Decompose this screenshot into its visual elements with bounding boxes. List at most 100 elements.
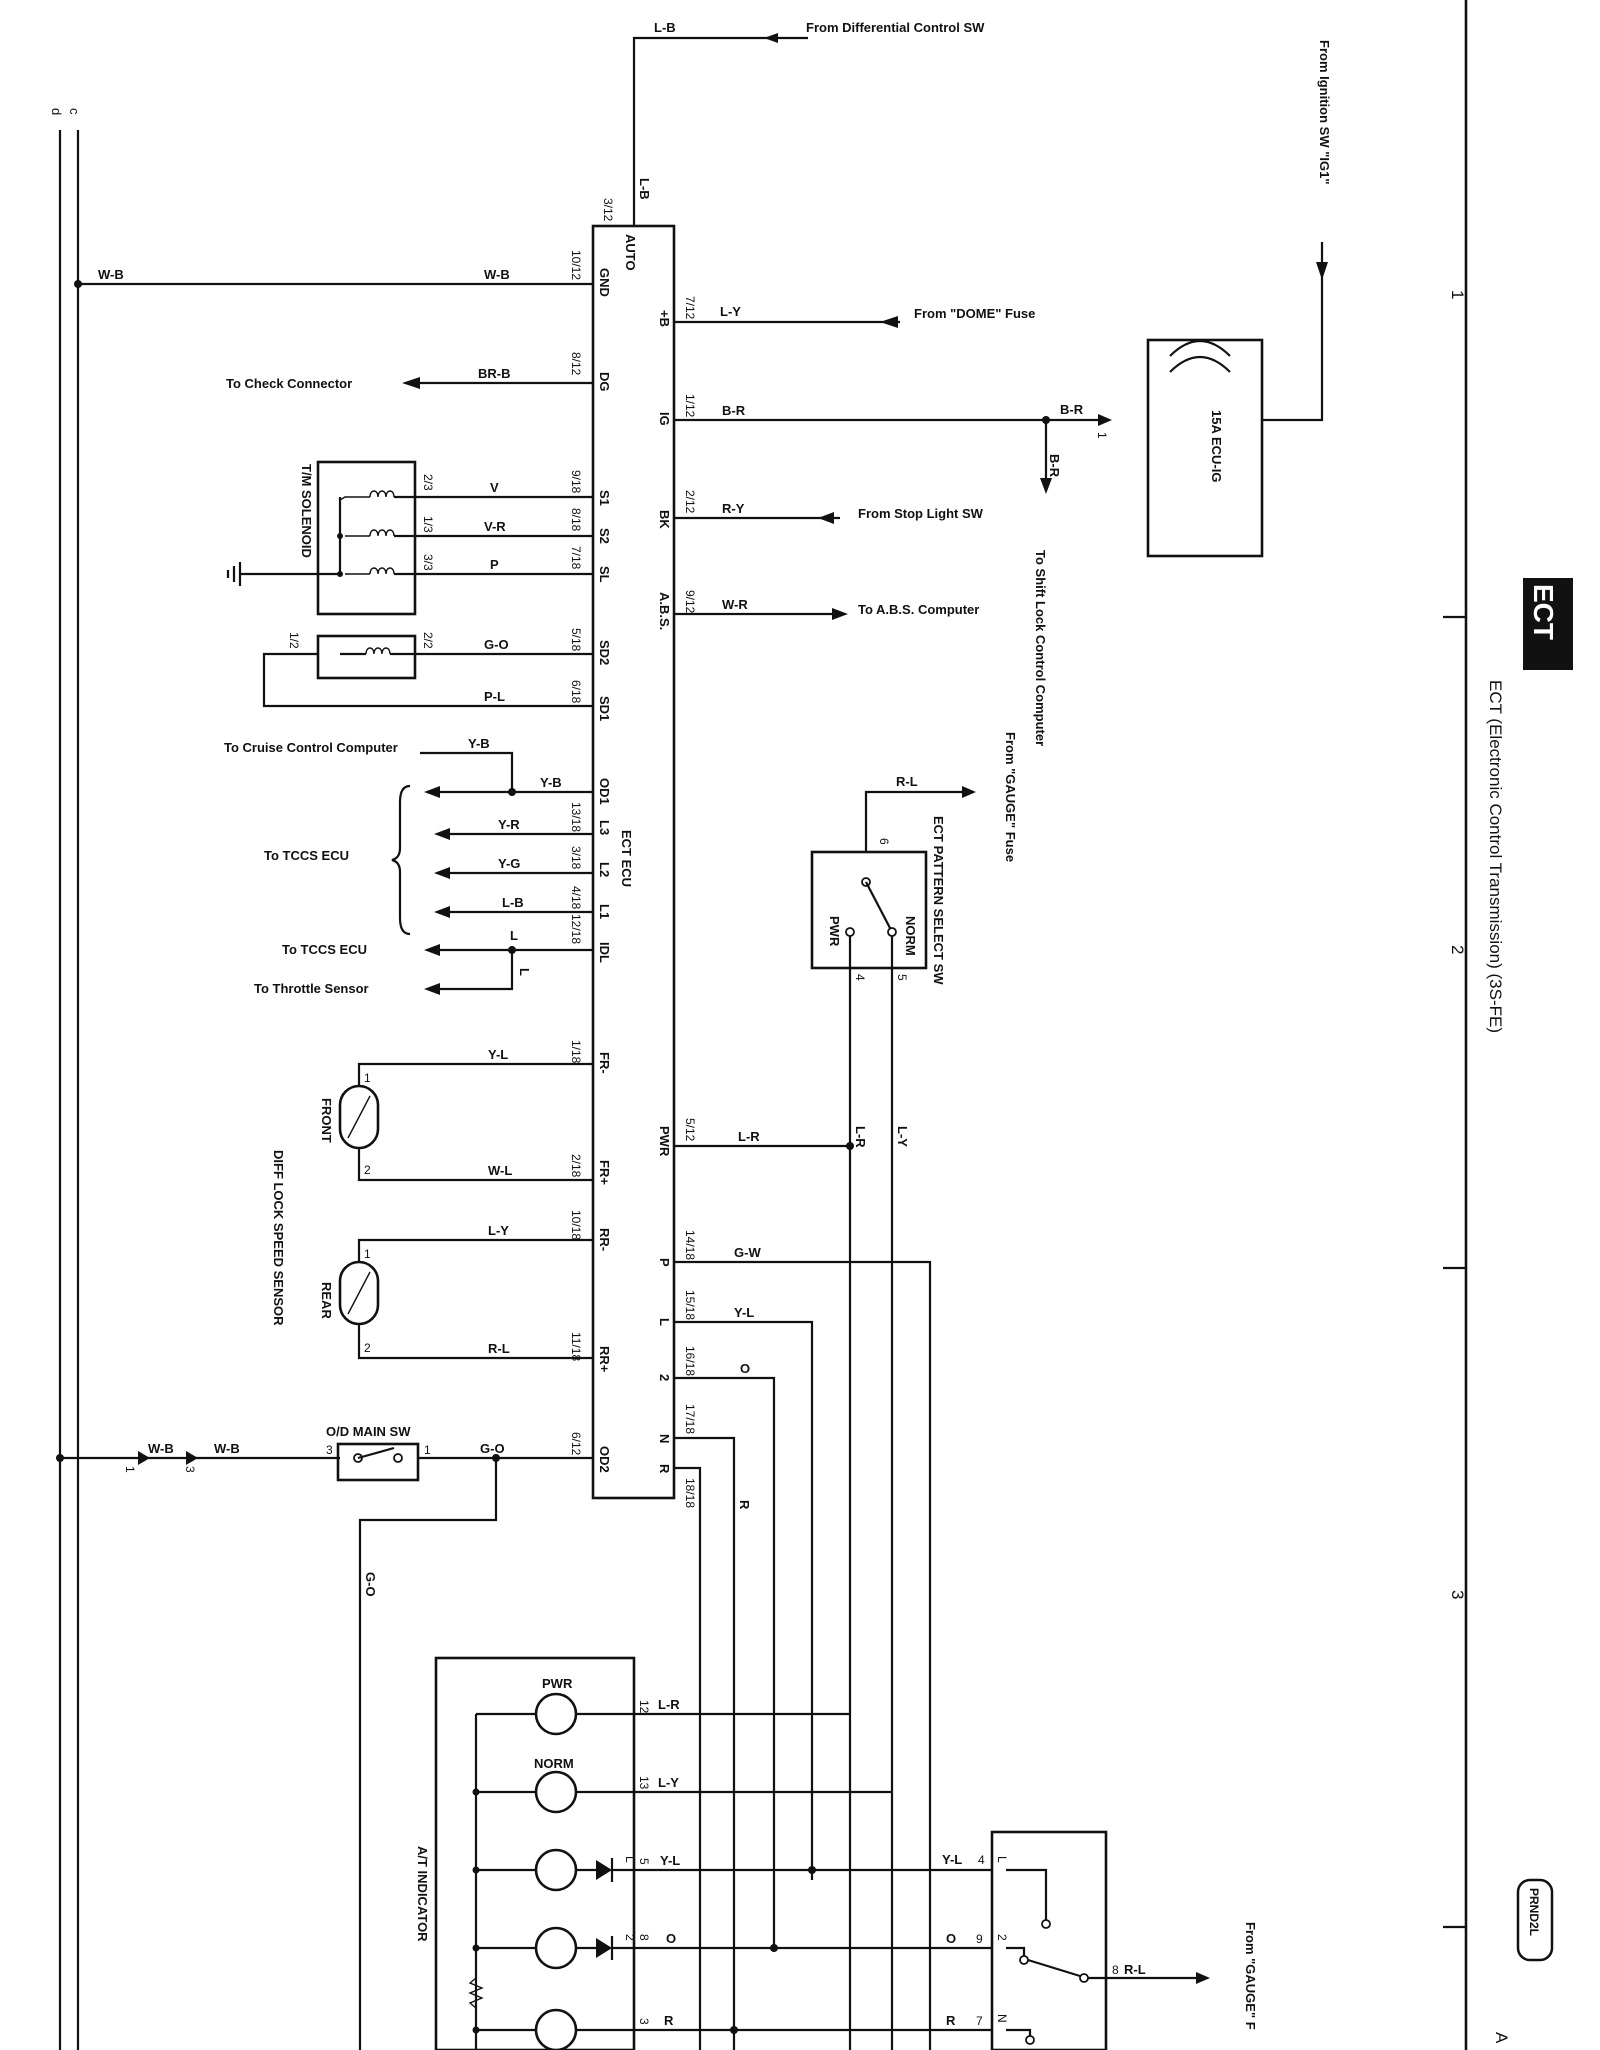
pin-ps-8: 8 [1112, 1963, 1119, 1977]
grid-number-1: 1 [1448, 290, 1467, 299]
wire-pwr-code: L-R [738, 1129, 760, 1144]
wire-l1-code: L-B [502, 895, 524, 910]
label-to-cruise: To Cruise Control Computer [224, 740, 398, 755]
pin-ps-9: 9 [976, 1932, 983, 1946]
term-s2: S2 [597, 528, 612, 544]
label-from-dome: From "DOME" Fuse [914, 306, 1035, 321]
prnd2l-logo [1516, 1878, 1554, 1962]
wire-ind-norm-code: L-Y [658, 1775, 679, 1790]
wire-od-in-code: W-B [148, 1441, 174, 1456]
term-sl: SL [597, 566, 612, 583]
term-l3: L3 [597, 820, 612, 835]
wire-bk-code: R-Y [722, 501, 745, 516]
pin-gnd: 10/12 [569, 250, 583, 280]
wire-cruise-code: Y-B [468, 736, 490, 751]
wire-rr-minus-code: L-Y [488, 1223, 509, 1238]
grid-number-3: 3 [1448, 1590, 1467, 1599]
pin-ind-8: 8 [637, 1934, 651, 1941]
at-indicator: A/T INDICATOR PWR NORM 12 13 L 5 2 [415, 1656, 992, 2050]
pin-sd1: 6/18 [569, 680, 583, 704]
wire-sd1-code: P-L [484, 689, 505, 704]
wire-sl-code: P [490, 557, 499, 572]
term-l2: L2 [597, 862, 612, 877]
wire-fr-plus-code: W-L [488, 1163, 512, 1178]
label-from-diff: From Differential Control SW [806, 20, 985, 35]
term-dg: DG [597, 372, 612, 392]
term-s1: S1 [597, 490, 612, 506]
pin-n: 17/18 [683, 1404, 697, 1434]
term-sd2: SD2 [597, 640, 612, 665]
term-abs: A.B.S. [657, 592, 672, 630]
wire-ig-code: B-R [722, 403, 746, 418]
label-to-abs: To A.B.S. Computer [858, 602, 979, 617]
label-pwr: PWR [827, 916, 842, 947]
pin-sd2: 5/18 [569, 628, 583, 652]
pin-r: 18/18 [683, 1478, 697, 1508]
prnd2l-logo-text: PRND2L [1527, 1888, 1541, 1936]
wire-fr-minus-code: Y-L [488, 1047, 508, 1062]
wire-bk: R-Y From Stop Light SW [674, 501, 984, 524]
term-r: R [657, 1464, 672, 1474]
wire-ind-l-code: Y-L [660, 1853, 680, 1868]
label-diff-lock: DIFF LOCK SPEED SENSOR [271, 1150, 286, 1326]
tm-solenoid: T/M SOLENOID 2/3 1/3 3/3 V V-R P [226, 460, 593, 616]
pin-od-1: 1 [424, 1443, 431, 1457]
term-od2: OD2 [597, 1446, 612, 1473]
pin-ind-12: 12 [637, 1700, 651, 1714]
wire-abs: W-R To A.B.S. Computer [674, 597, 979, 620]
pin-ps-7: 7 [976, 2014, 983, 2028]
pin-ps-n: N [995, 2014, 1009, 2023]
wire-pwr: L-R [674, 1129, 854, 1150]
label-tm-solenoid: T/M SOLENOID [299, 464, 314, 558]
label-at-indicator: A/T INDICATOR [415, 1846, 430, 1942]
label-pattern-sw: ECT PATTERN SELECT SW [931, 816, 946, 985]
pin-tm-1: 2/3 [421, 474, 435, 491]
pin-pwr: 5/12 [683, 1118, 697, 1142]
term-bk: BK [657, 510, 672, 529]
wire-norm-code-v: L-Y [895, 1126, 910, 1147]
pin-tm-2: 1/3 [421, 516, 435, 533]
wire-plus-b-code: L-Y [720, 304, 741, 319]
pin-plus-b: 7/12 [683, 296, 697, 320]
term-sd1: SD1 [597, 696, 612, 721]
wire-l3-code: Y-R [498, 817, 520, 832]
label-to-tccs-group: To TCCS ECU [264, 848, 349, 863]
wire-p-code: G-W [734, 1245, 761, 1260]
term-pwr: PWR [657, 1126, 672, 1157]
wire-gauge-code: R-L [896, 774, 918, 789]
wire-ind-r-code: R [664, 2013, 674, 2028]
wire-2-code: O [740, 1361, 750, 1376]
wire-rr-plus-code: R-L [488, 1341, 510, 1356]
pin-sl: 7/18 [569, 546, 583, 570]
wire-ind-2-code: O [666, 1931, 676, 1946]
position-switch: Y-L 4 L O 9 2 R 7 N 8 R-L From "GAUGE" F [942, 1830, 1258, 2050]
wire-od2-code: G-O [480, 1441, 505, 1456]
term-p: P [657, 1258, 672, 1267]
label-to-tccs: To TCCS ECU [282, 942, 367, 957]
pin-od-3: 3 [326, 1443, 333, 1457]
wire-s1-code: V [490, 480, 499, 495]
pin-ig: 1/12 [683, 394, 697, 418]
label-od-main: O/D MAIN SW [326, 1424, 411, 1439]
pattern-select-switch: From "GAUGE" Fuse R-L ECT PATTERN SELECT… [810, 732, 1018, 2050]
term-plus-b: +B [657, 310, 672, 327]
pin-fr-minus: 1/18 [569, 1040, 583, 1064]
pin-front-2: 2 [364, 1163, 371, 1177]
wire-auto: L-B L-B From Differential Control SW [632, 20, 985, 226]
ecu-name: ECT ECU [619, 830, 634, 887]
pin-l1: 4/18 [569, 886, 583, 910]
pin-idl: 12/18 [569, 914, 583, 944]
wire-n-code: R [737, 1500, 752, 1510]
pin-sw-5: 5 [895, 974, 909, 981]
wire-od-in-code-2: W-B [214, 1441, 240, 1456]
pin-rear-2: 2 [364, 1341, 371, 1355]
wire-plus-b: L-Y From "DOME" Fuse [674, 304, 1035, 328]
wire-s2-code: V-R [484, 519, 506, 534]
wires-l-group: Y-R Y-G L-B To TCCS ECU [264, 784, 593, 936]
wire-gnd-code-rail: W-B [98, 267, 124, 282]
page-header: 1 2 3 ECT ECT (Electronic Control Transm… [1443, 0, 1573, 2050]
pin-fr-plus: 2/18 [569, 1154, 583, 1178]
term-fr-minus: FR- [597, 1052, 612, 1074]
left-rails: d c [49, 108, 82, 2050]
label-from-ignition: From Ignition SW "IG1" [1317, 40, 1332, 185]
